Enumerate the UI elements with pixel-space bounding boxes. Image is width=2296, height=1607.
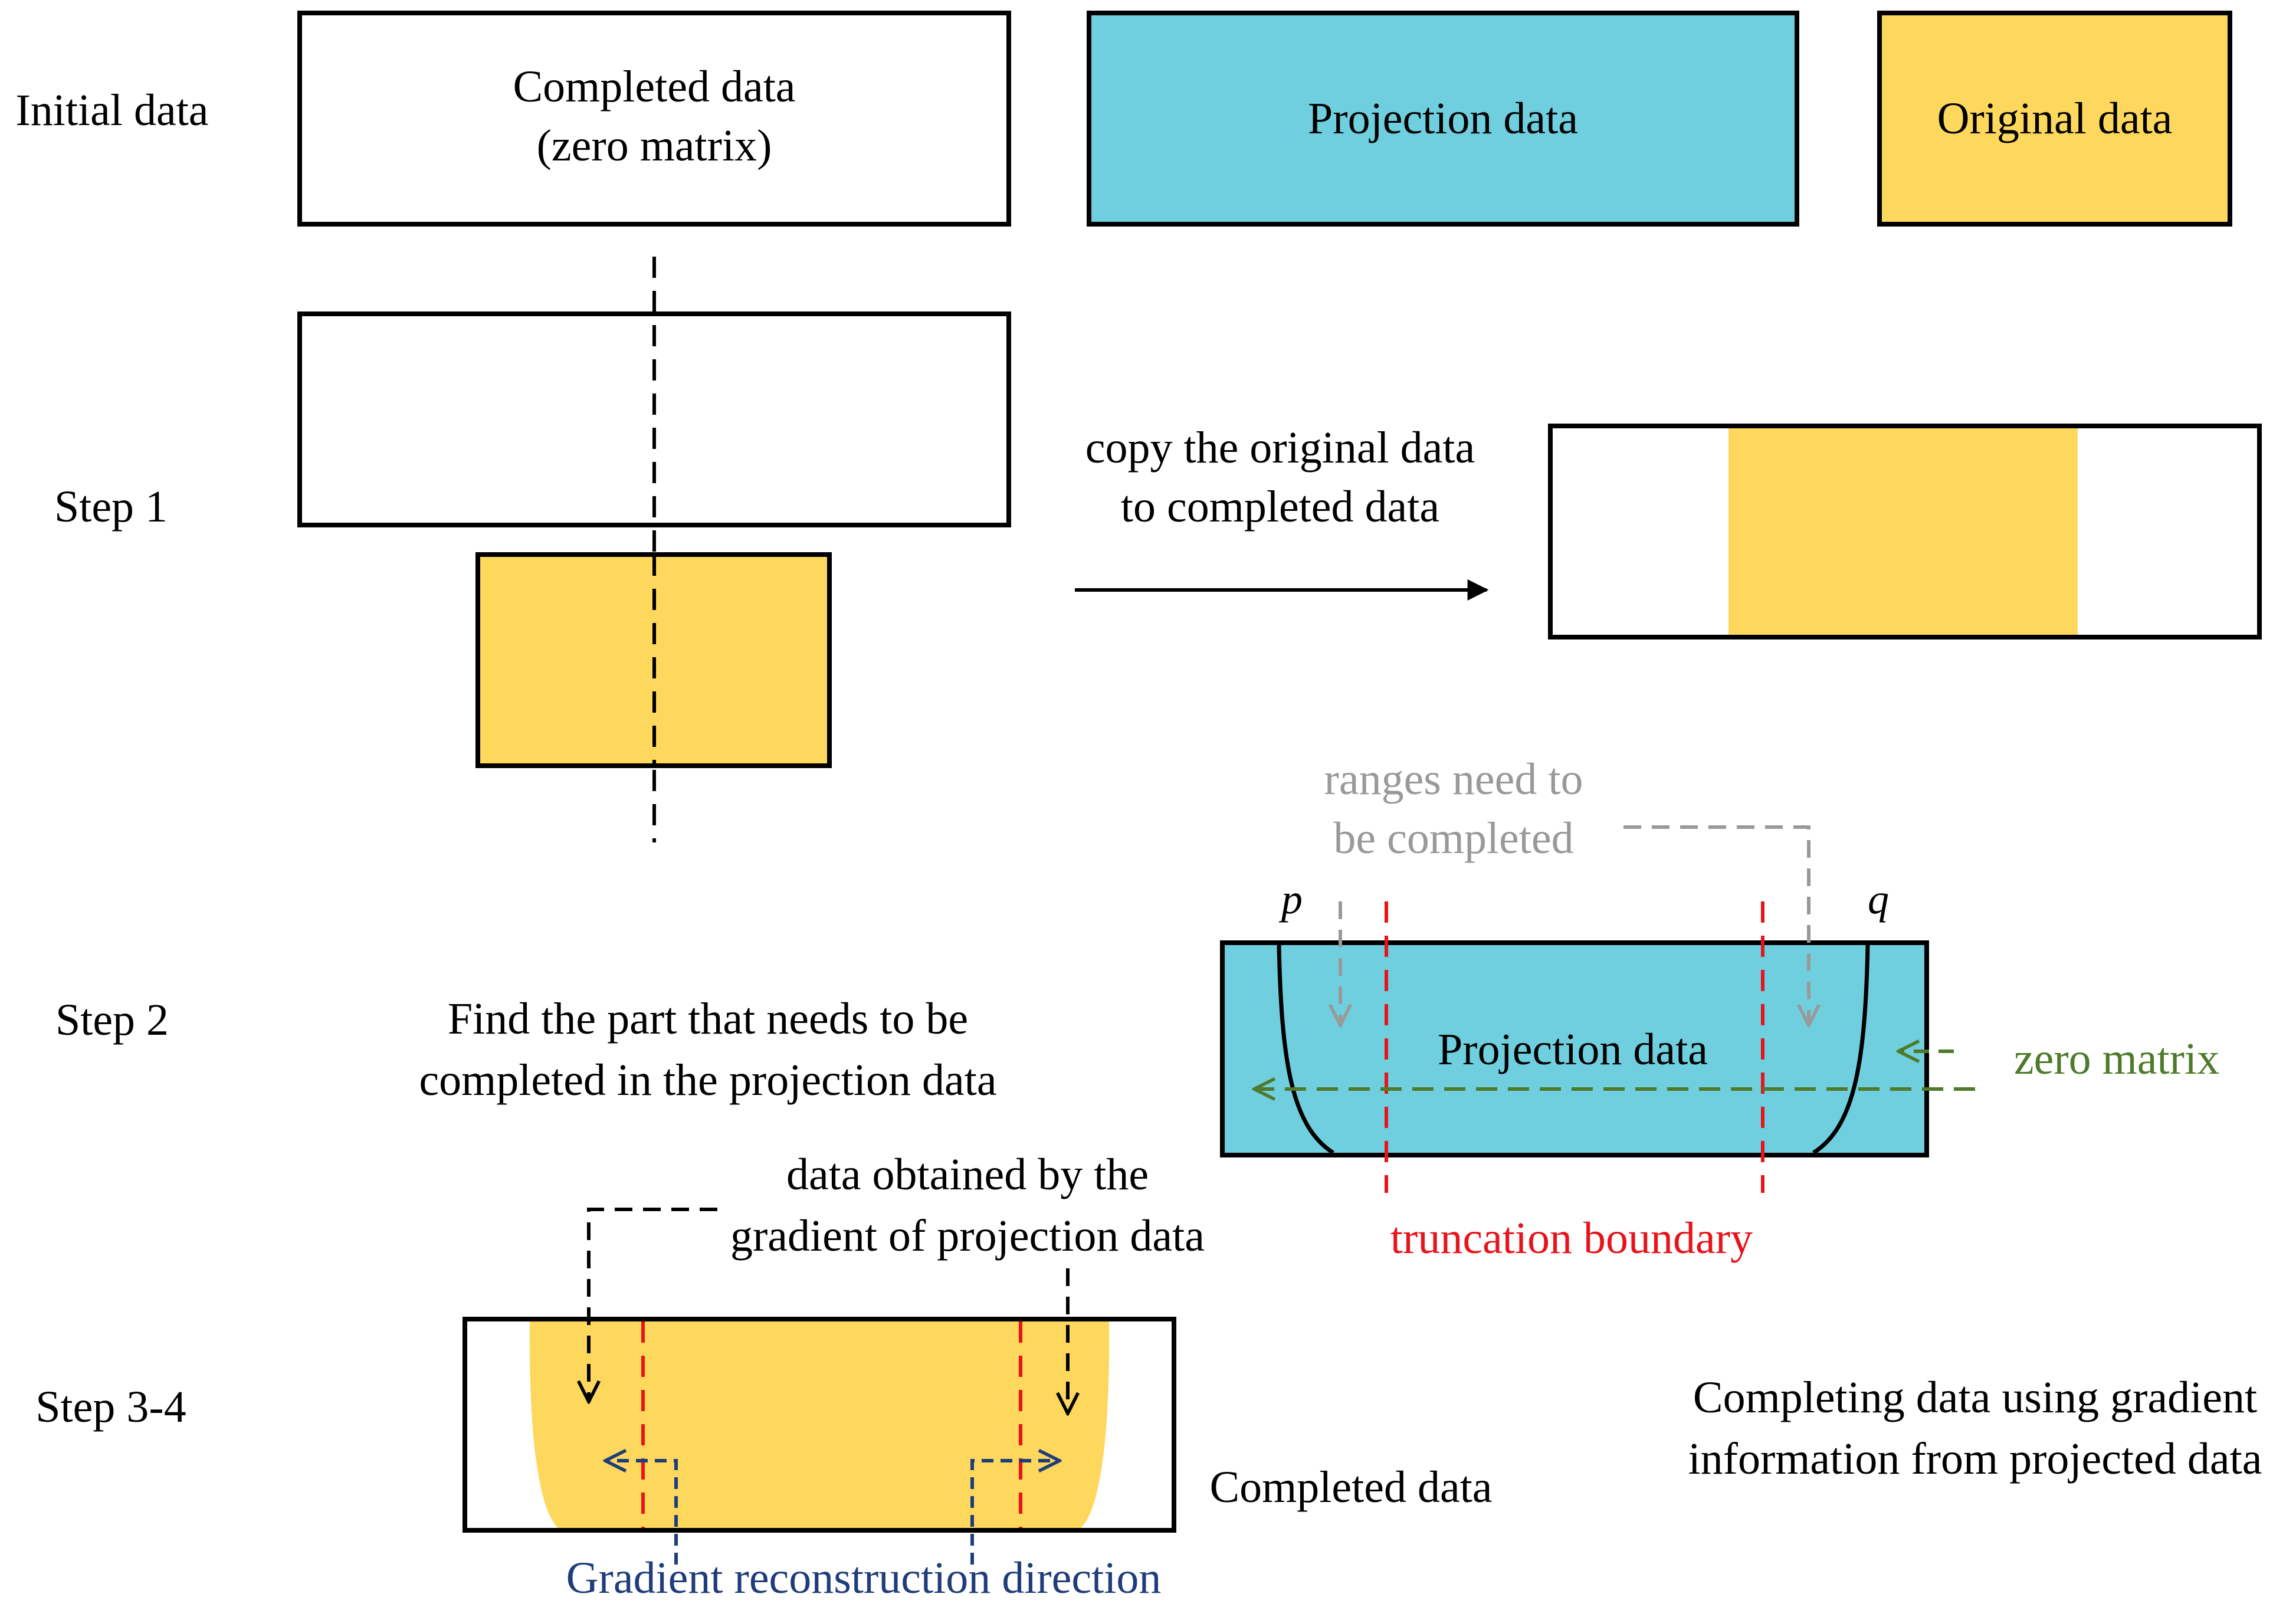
zero-matrix-label: zero matrix bbox=[2014, 1034, 2219, 1084]
left-profile-curve-p bbox=[1277, 944, 1334, 1155]
gradient-data-pointer-left bbox=[589, 1208, 717, 1402]
completing-label-line1: Completing data using gradient bbox=[1693, 1373, 2257, 1422]
ranges-pointer-right bbox=[1623, 825, 1809, 1025]
projection-data-box bbox=[1087, 11, 1799, 227]
step2-projection-box bbox=[1220, 940, 1929, 1157]
completed-box-label-line1: Completed data bbox=[513, 62, 795, 111]
row-label-step34: Step 3-4 bbox=[35, 1382, 186, 1432]
projection-box-label: Projection data bbox=[1308, 94, 1578, 143]
step2-projection-label: Projection data bbox=[1438, 1025, 1708, 1074]
copy-label-line1: copy the original data bbox=[1085, 423, 1475, 473]
find-label-line2: completed in the projection data bbox=[419, 1055, 996, 1105]
gradient-data-label-line1: data obtained by the bbox=[786, 1150, 1149, 1199]
gradient-data-label-line2: gradient of projection data bbox=[730, 1211, 1205, 1261]
q-label: q bbox=[1868, 875, 1889, 923]
step1-result-original-fill bbox=[1728, 428, 2078, 635]
step34-completed-fill bbox=[529, 1321, 1110, 1528]
reconstruction-direction-right bbox=[970, 1461, 1060, 1565]
copy-label-line2: to completed data bbox=[1121, 482, 1439, 532]
completed-box-label-line2: (zero matrix) bbox=[537, 121, 772, 170]
row-label-step1: Step 1 bbox=[54, 482, 168, 532]
original-data-box bbox=[1877, 11, 2232, 227]
reconstruction-direction-left bbox=[605, 1461, 678, 1565]
row-label-step2: Step 2 bbox=[55, 995, 169, 1045]
ranges-label-line2: be completed bbox=[1333, 814, 1573, 863]
p-label: p bbox=[1278, 875, 1303, 923]
completing-label-line2: information from projected data bbox=[1688, 1434, 2262, 1484]
gradient-direction-label: Gradient reconstruction direction bbox=[566, 1553, 1162, 1603]
original-box-label: Original data bbox=[1937, 94, 2173, 143]
row-label-initial: Initial data bbox=[15, 86, 208, 135]
step1-completed-box bbox=[297, 311, 1011, 527]
completed-zero-matrix-box bbox=[297, 11, 1011, 227]
find-label-line1: Find the part that needs to be bbox=[448, 994, 968, 1044]
step34-completed-label: Completed data bbox=[1209, 1462, 1492, 1512]
truncation-boundary-label: truncation boundary bbox=[1390, 1214, 1753, 1263]
right-profile-curve-q bbox=[1812, 944, 1870, 1155]
ranges-label-line1: ranges need to bbox=[1324, 755, 1583, 804]
